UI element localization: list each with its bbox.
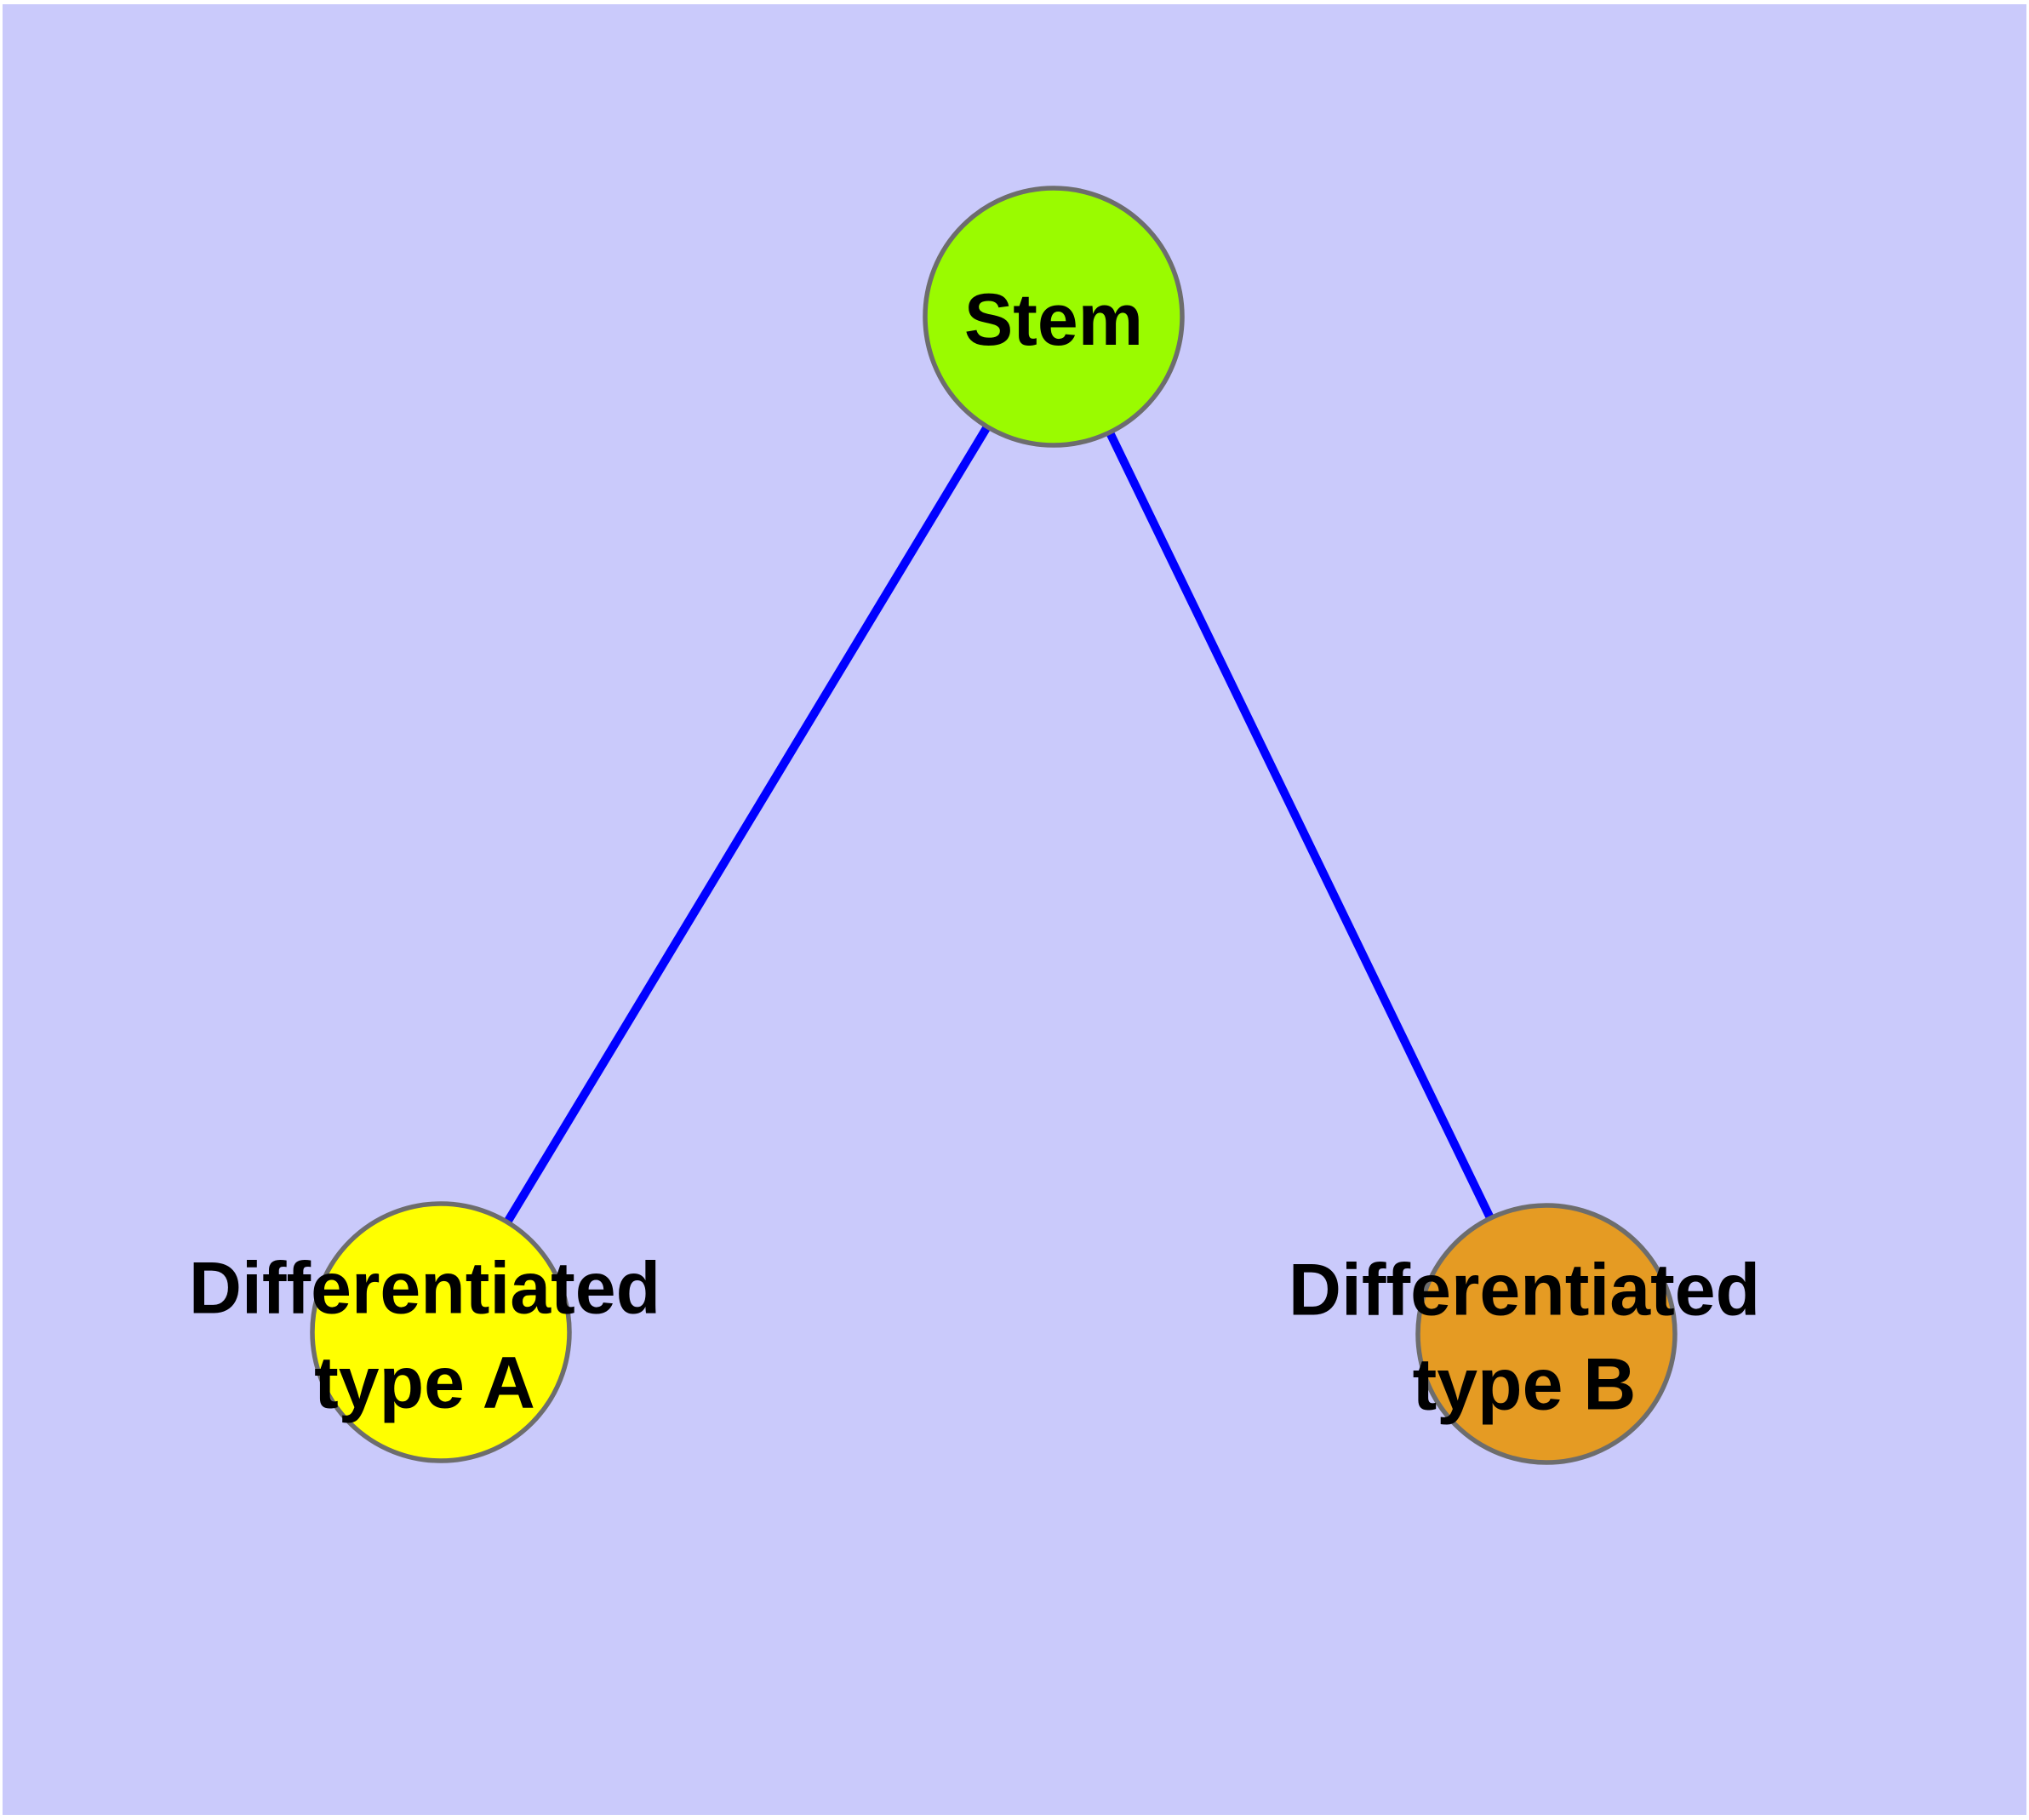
- edge-stem-to-differentiated-type-a: [437, 314, 1058, 1335]
- node-stem-circle: [923, 186, 1185, 448]
- node-differentiated-type-a-label-line-1: Differentiated: [189, 1248, 660, 1330]
- node-differentiated-type-b-label-line-2: type B: [1413, 1344, 1637, 1426]
- node-differentiated-type-b-label-line-1: Differentiated: [1289, 1250, 1760, 1331]
- node-differentiated-type-a-label-line-2: type A: [314, 1342, 535, 1424]
- node-differentiated-type-a-circle: [310, 1201, 572, 1463]
- node-differentiated-type-b-circle: [1415, 1203, 1677, 1465]
- node-stem-label-line-1: Stem: [964, 279, 1143, 361]
- edge-stem-to-differentiated-type-b: [1049, 314, 1551, 1336]
